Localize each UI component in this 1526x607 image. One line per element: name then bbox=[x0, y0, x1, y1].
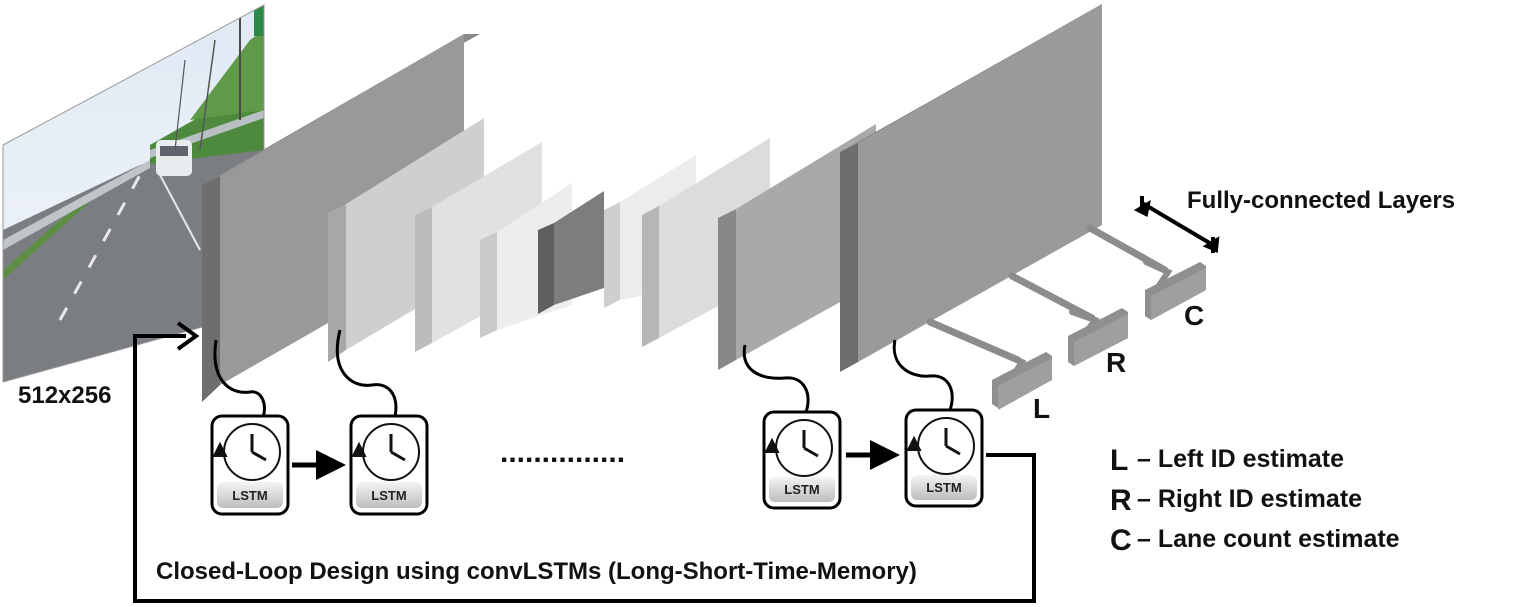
lstm-label: LSTM bbox=[232, 488, 267, 503]
legend-text: – Right ID estimate bbox=[1137, 485, 1362, 513]
arrow-to-R bbox=[1008, 272, 1096, 322]
lstm-cell: LSTM bbox=[762, 410, 842, 510]
lstm-cell: LSTM bbox=[210, 414, 290, 516]
lstm-chain-arrows bbox=[292, 440, 900, 480]
output-label-C: C bbox=[1184, 300, 1204, 331]
fc-output-R: R bbox=[1068, 308, 1128, 378]
feature-map-slab bbox=[840, 4, 1102, 372]
clock-icon bbox=[351, 423, 420, 481]
legend-key: L bbox=[1110, 444, 1128, 477]
bottleneck-slab bbox=[538, 191, 604, 314]
feature-maps bbox=[202, 4, 1102, 402]
lstm-cell: LSTM bbox=[349, 414, 429, 516]
output-label-R: R bbox=[1106, 347, 1126, 378]
legend-item-R: R – Right ID estimate bbox=[1110, 484, 1362, 517]
slab-to-lstm-connectors bbox=[213, 329, 954, 421]
legend-key: R bbox=[1110, 484, 1132, 517]
lstm-label: LSTM bbox=[784, 482, 819, 497]
legend: L – Left ID estimate R – Right ID estima… bbox=[1110, 444, 1400, 557]
lstm-label: LSTM bbox=[371, 488, 406, 503]
fc-layers-label: Fully-connected Layers bbox=[1187, 187, 1455, 214]
legend-text: – Left ID estimate bbox=[1137, 445, 1344, 473]
output-label-L: L bbox=[1033, 393, 1050, 424]
clock-icon bbox=[212, 423, 281, 481]
fc-bracket bbox=[1133, 196, 1220, 253]
fc-output-C: C bbox=[1145, 262, 1206, 331]
fc-output-L: L bbox=[992, 352, 1052, 424]
input-size-label: 512x256 bbox=[18, 382, 111, 409]
clock-icon bbox=[764, 419, 833, 477]
lstm-label: LSTM bbox=[926, 480, 961, 495]
lstm-cell: LSTM bbox=[904, 408, 984, 508]
legend-key: C bbox=[1110, 524, 1132, 557]
clock-icon bbox=[906, 417, 975, 475]
legend-item-L: L – Left ID estimate bbox=[1110, 444, 1344, 477]
legend-item-C: C – Lane count estimate bbox=[1110, 524, 1400, 557]
legend-text: – Lane count estimate bbox=[1137, 525, 1400, 553]
closed-loop-feedback bbox=[133, 321, 1036, 603]
ellipsis-dots: ............... bbox=[500, 436, 625, 469]
caption: Closed-Loop Design using convLSTMs (Long… bbox=[156, 558, 917, 585]
